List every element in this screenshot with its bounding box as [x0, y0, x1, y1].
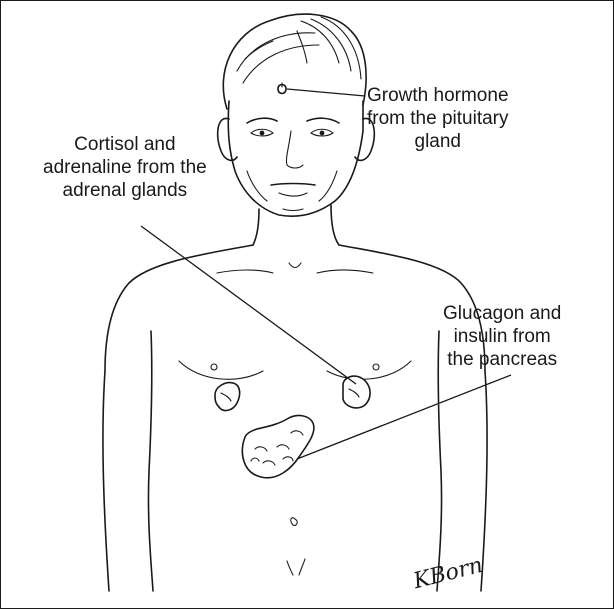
label-cortisol-line3: adrenal glands [43, 179, 207, 202]
label-growth-line3: gland [367, 130, 509, 153]
label-growth-hormone: Growth hormone from the pituitary gland [367, 84, 509, 153]
label-glucagon-line1: Glucagon and [443, 302, 561, 325]
label-growth-line2: from the pituitary [367, 107, 509, 130]
leader-cortisol [141, 226, 356, 384]
label-cortisol: Cortisol and adrenaline from the adrenal… [43, 133, 207, 202]
label-cortisol-line1: Cortisol and [43, 133, 207, 156]
label-growth-line1: Growth hormone [367, 84, 509, 107]
leader-glucagon [297, 375, 511, 459]
adrenal-glands [215, 376, 370, 410]
pituitary-gland [278, 83, 286, 94]
label-glucagon-line2: insulin from [443, 325, 561, 348]
label-glucagon: Glucagon and insulin from the pancreas [443, 302, 561, 371]
leader-growth [287, 89, 365, 96]
pancreas [242, 416, 314, 478]
label-cortisol-line2: adrenaline from the [43, 156, 207, 179]
head [218, 101, 375, 216]
torso [103, 205, 487, 591]
label-glucagon-line3: the pancreas [443, 348, 561, 371]
